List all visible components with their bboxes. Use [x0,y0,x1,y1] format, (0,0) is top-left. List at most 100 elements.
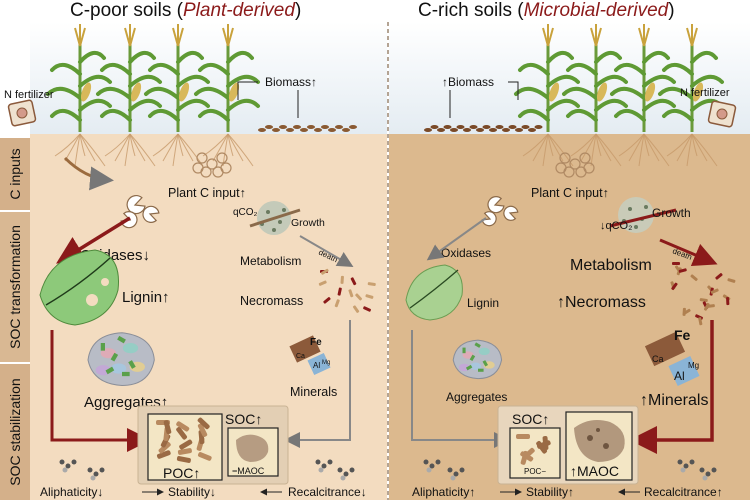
poc-particle [522,447,535,460]
aggregate-particle [469,354,476,362]
corn-leaf [78,50,106,64]
poc-particle [179,439,193,450]
poc-particle [197,417,210,430]
root-strand [79,133,86,157]
right-minerals-label: ↑Minerals [640,392,708,409]
corn-tassel [686,24,698,47]
enzyme-icon [503,205,519,221]
side-label-c-inputs: C inputs [7,148,23,199]
litter-piece [463,128,471,132]
corn-ear [644,82,656,102]
root-strand [124,133,131,167]
litter-piece [534,125,543,129]
root-strand [129,133,136,157]
corn-leaf [176,74,210,88]
poc-particle [176,421,190,432]
necromass-particle [355,293,363,301]
molecule-atom [699,467,705,473]
litter-piece [456,125,465,129]
litter-piece [489,128,497,132]
left-minerals-icon: Fe Ca Al Mg [289,335,331,376]
corn-leaf [198,108,230,122]
corn-plant [514,24,580,132]
right-aliphaticity-label: Aliphaticity↑ [412,485,475,499]
right-minerals-icon: Fe Ca Al Mg [644,327,700,387]
left-ca-label: Ca [296,353,305,360]
corn-leaf [176,50,204,64]
corn-leaf [614,62,646,76]
side-band-soc-stabilization [0,364,30,500]
litter-piece [286,128,294,132]
aggregate-particle [100,343,105,351]
necromass-particle [698,317,703,326]
c-input-particle [569,158,581,170]
corn-leaf [690,74,724,88]
root-strand [54,133,81,157]
molecule-atom [702,475,708,481]
corn-ear [178,82,190,102]
litter-piece [349,125,357,129]
c-input-particle [206,158,218,170]
corn-ear [228,82,240,102]
right-lignin-leaf-icon [405,264,463,321]
root-strand [522,133,549,157]
molecule-atom [321,463,327,469]
right-qco2-label: ↓qCO₂ [600,220,632,232]
left-qco2-label: qCO₂ [233,207,258,218]
corn-leaf [566,108,598,122]
litter-piece [515,128,523,132]
enzyme-icon [487,196,505,214]
litter-piece [321,125,329,129]
corn-leaf [50,108,82,122]
root-strand [79,133,106,167]
corn-leaf [658,86,694,100]
root-strand [595,133,612,162]
poc-particle [176,427,188,440]
corn-leaf [128,98,162,112]
litter-piece [521,125,530,129]
right-metabolism-label: Metabolism [570,257,652,274]
left-growth-label: Growth [291,217,325,229]
corn-leaf [594,50,622,64]
molecule-atom [71,459,77,465]
corn-leaf [144,86,180,100]
aggregate-particle [465,364,473,371]
corn-leaf [128,74,162,88]
necromass-particle [715,273,723,280]
root-strand [547,133,554,157]
left-maoc-label: −MAOC [232,466,265,476]
corn-leaf [148,62,180,76]
corn-ear [596,82,608,102]
corn-ear [548,82,560,102]
right-corn-plants [514,24,724,132]
root-strand [580,133,597,162]
side-label-soc-stabilization: SOC stabilization [7,378,23,485]
root-strand [129,133,146,162]
right-lignin-to-poc-arrow [411,330,510,448]
necromass-particle [337,287,342,296]
molecule-atom [62,467,68,473]
right-fe-label: Fe [674,327,691,343]
necromass-particle [318,280,327,286]
necromass-particle [727,278,736,283]
left-stability-label: Stability↓ [168,485,216,499]
c-input-particle [579,152,591,164]
root-strand [691,133,698,157]
corn-leaf [226,98,260,112]
aggregate-granule [469,362,482,370]
left-plant-c-input-label: Plant C input↑ [168,186,246,200]
litter-piece [450,128,458,132]
c-input-particle [216,152,228,164]
litter-piece [508,125,517,129]
necromass-particle [352,305,360,313]
necromass-particle [367,282,376,286]
litter-piece [502,128,510,132]
right-oxidases-label: Oxidases [441,246,491,260]
root-strand [676,133,693,162]
corn-leaf [100,108,132,122]
molecule-atom [343,471,349,477]
corn-tassel [172,24,184,47]
necromass-particle [365,294,374,299]
plant-c-input-clusters [192,152,595,178]
root-strand [691,133,708,162]
